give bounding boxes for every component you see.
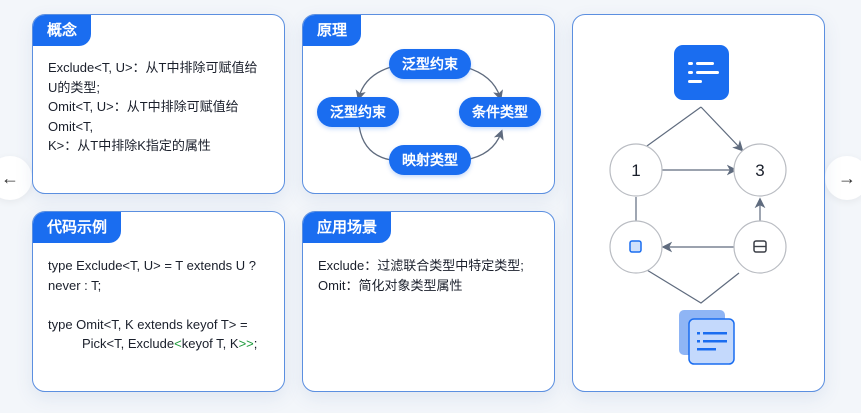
concept-text: Exclude<T, U>：从T中排除可赋值给 U的类型; Omit<T, U>…: [48, 58, 274, 156]
scenario-text: Exclude：过滤联合类型中特定类型; Omit：简化对象类型属性: [318, 256, 544, 295]
code-token-generic: >>: [238, 336, 254, 351]
principle-card: 原理 泛型约束 泛型约束 条件类型 映射类型: [302, 14, 555, 194]
code-line: type Omit<T, K extends keyof T> =: [48, 316, 248, 332]
node-3-label: 3: [755, 161, 764, 180]
code-example-card: 代码示例 type Exclude<T, U> = T extends U ? …: [32, 211, 285, 392]
stacked-list-icon: [679, 310, 735, 365]
code-token: Pick<T, Exclude: [82, 336, 175, 351]
previous-button[interactable]: ←: [0, 156, 32, 200]
concept-line: Omit<T,: [48, 118, 94, 134]
arrow-top-to-left: [355, 66, 392, 101]
scenario-card: 应用场景 Exclude：过滤联合类型中特定类型; Omit：简化对象类型属性: [302, 211, 555, 392]
node-generic-constraint-top: 泛型约束: [389, 49, 471, 79]
node-generic-constraint-left: 泛型约束: [317, 97, 399, 127]
flow-diagram-card: 1 3: [572, 14, 825, 392]
code-token: ;: [253, 336, 258, 351]
node-mapped-type: 映射类型: [389, 145, 471, 175]
code-line: type Exclude<T, U> = T extends U ?: [48, 258, 256, 273]
code-line: Pick<T, Exclude<keyof T, K>>;: [48, 334, 274, 354]
concept-card: 概念 Exclude<T, U>：从T中排除可赋值给 U的类型; Omit<T,…: [32, 14, 285, 194]
list-icon: [674, 45, 729, 100]
arrow-top-to-right: [464, 66, 503, 101]
concept-line: K>：从T中排除K指定的属性: [48, 138, 211, 153]
edge-top-to-node3: [700, 106, 744, 152]
node-1-label: 1: [631, 161, 640, 180]
edge-node1-to-top: [639, 106, 702, 152]
node-1-circle: [609, 143, 663, 197]
arrow-right-icon: →: [838, 167, 856, 188]
scenario-line: Exclude：过滤联合类型中特定类型;: [318, 258, 524, 273]
scenario-title: 应用场景: [303, 212, 392, 243]
code-token: keyof T, K: [181, 336, 239, 351]
next-button[interactable]: →: [825, 156, 861, 200]
concept-line: U的类型;: [48, 79, 101, 95]
split-box-icon: [753, 240, 767, 253]
code-line: never : T;: [48, 277, 102, 293]
arrow-left-to-bottom: [358, 124, 392, 161]
code-example-title: 代码示例: [33, 212, 122, 243]
node-3-circle: [733, 143, 787, 197]
scenario-line: Omit：简化对象类型属性: [318, 277, 463, 293]
code-token-generic: <: [174, 336, 182, 351]
arrow-left-icon: ←: [1, 167, 19, 188]
concept-line: Omit<T, U>：从T中排除可赋值给: [48, 99, 239, 114]
square-icon: [629, 240, 642, 253]
concept-title: 概念: [33, 15, 92, 46]
flow-diagram: 1 3: [609, 45, 787, 365]
concept-line: Exclude<T, U>：从T中排除可赋值给: [48, 60, 258, 75]
node-conditional-type: 条件类型: [459, 97, 541, 127]
code-block: type Exclude<T, U> = T extends U ? never…: [48, 256, 274, 354]
principle-title: 原理: [303, 15, 362, 46]
edge-square-to-bottom: [641, 266, 740, 304]
